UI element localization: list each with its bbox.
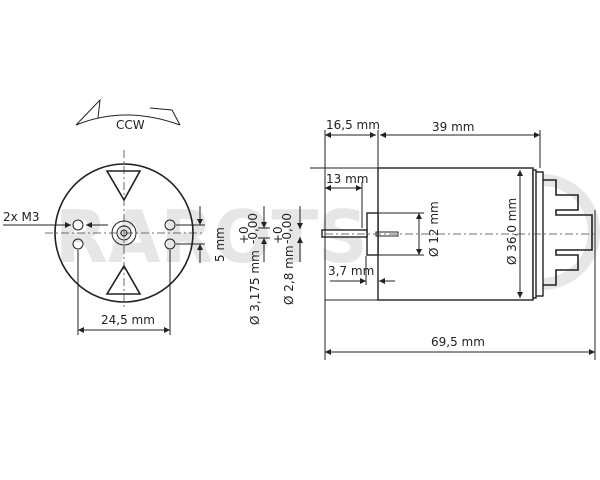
thread-label: 2x M3 bbox=[3, 210, 40, 224]
shaft-length-label: 16,5 mm bbox=[326, 118, 380, 132]
total-length-label: 69,5 mm bbox=[431, 335, 485, 349]
mount-hole bbox=[164, 238, 176, 250]
boss-diameter-label: Ø 12 mm bbox=[427, 201, 441, 257]
ccw-arrow-icon bbox=[75, 98, 181, 126]
tolerance-upper: +0 bbox=[237, 226, 251, 244]
tolerance-lower: -0,00 bbox=[246, 213, 260, 244]
motor-face bbox=[54, 163, 194, 303]
tolerance-upper: +0 bbox=[271, 226, 285, 244]
vent-triangle-icon bbox=[105, 170, 142, 202]
mount-hole bbox=[164, 219, 176, 231]
screw-icon bbox=[375, 231, 399, 237]
vent-triangle-icon bbox=[105, 264, 142, 295]
side-view: 16,5 mm 39 mm 13 mm 3,7 mm Ø 12 mm Ø 36,… bbox=[310, 118, 596, 360]
rotation-label: CCW bbox=[116, 118, 145, 132]
boss-length-label: 3,7 mm bbox=[328, 264, 374, 278]
rear-bracket bbox=[543, 179, 593, 286]
shaft-diameter-label: Ø 3,175 mm bbox=[248, 250, 262, 325]
shaft bbox=[321, 229, 368, 238]
body-length-label: 39 mm bbox=[432, 120, 474, 134]
shaft-dimensions: Ø 3,175 mm +0 -0,00 Ø 2,8 mm +0 -0,00 bbox=[237, 206, 303, 325]
tolerance-lower: -0,00 bbox=[280, 213, 294, 244]
mount-hole bbox=[72, 238, 84, 250]
hole-offset-label: 5 mm bbox=[213, 227, 227, 262]
shaft-free-label: 13 mm bbox=[326, 172, 368, 186]
mount-hole bbox=[72, 219, 84, 231]
body-diameter-label: Ø 36,0 mm bbox=[505, 198, 519, 265]
front-view: CCW 2x M3 24,5 mm 5 mm bbox=[3, 98, 227, 335]
hole-spacing-label: 24,5 mm bbox=[101, 313, 155, 327]
shaft-flat-label: Ø 2,8 mm bbox=[282, 245, 296, 305]
